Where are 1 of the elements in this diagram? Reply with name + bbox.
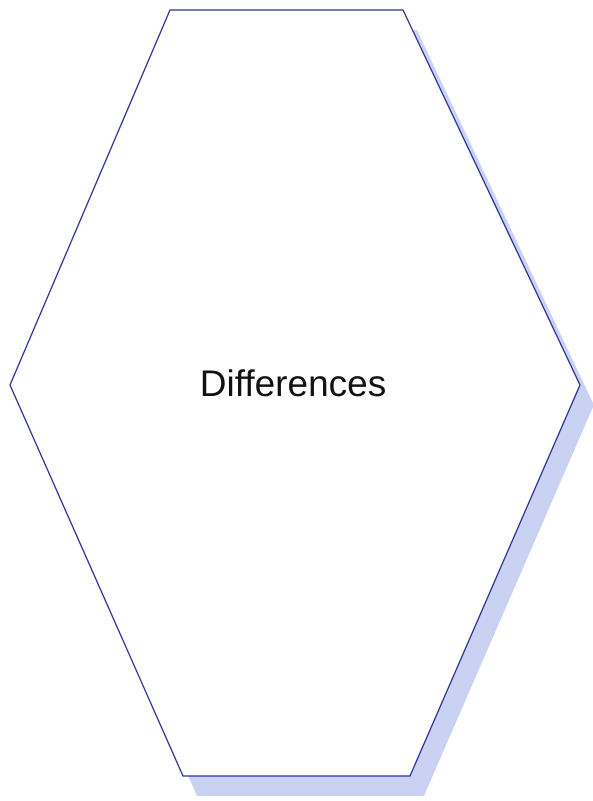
- hexagon-label: Differences: [200, 363, 386, 405]
